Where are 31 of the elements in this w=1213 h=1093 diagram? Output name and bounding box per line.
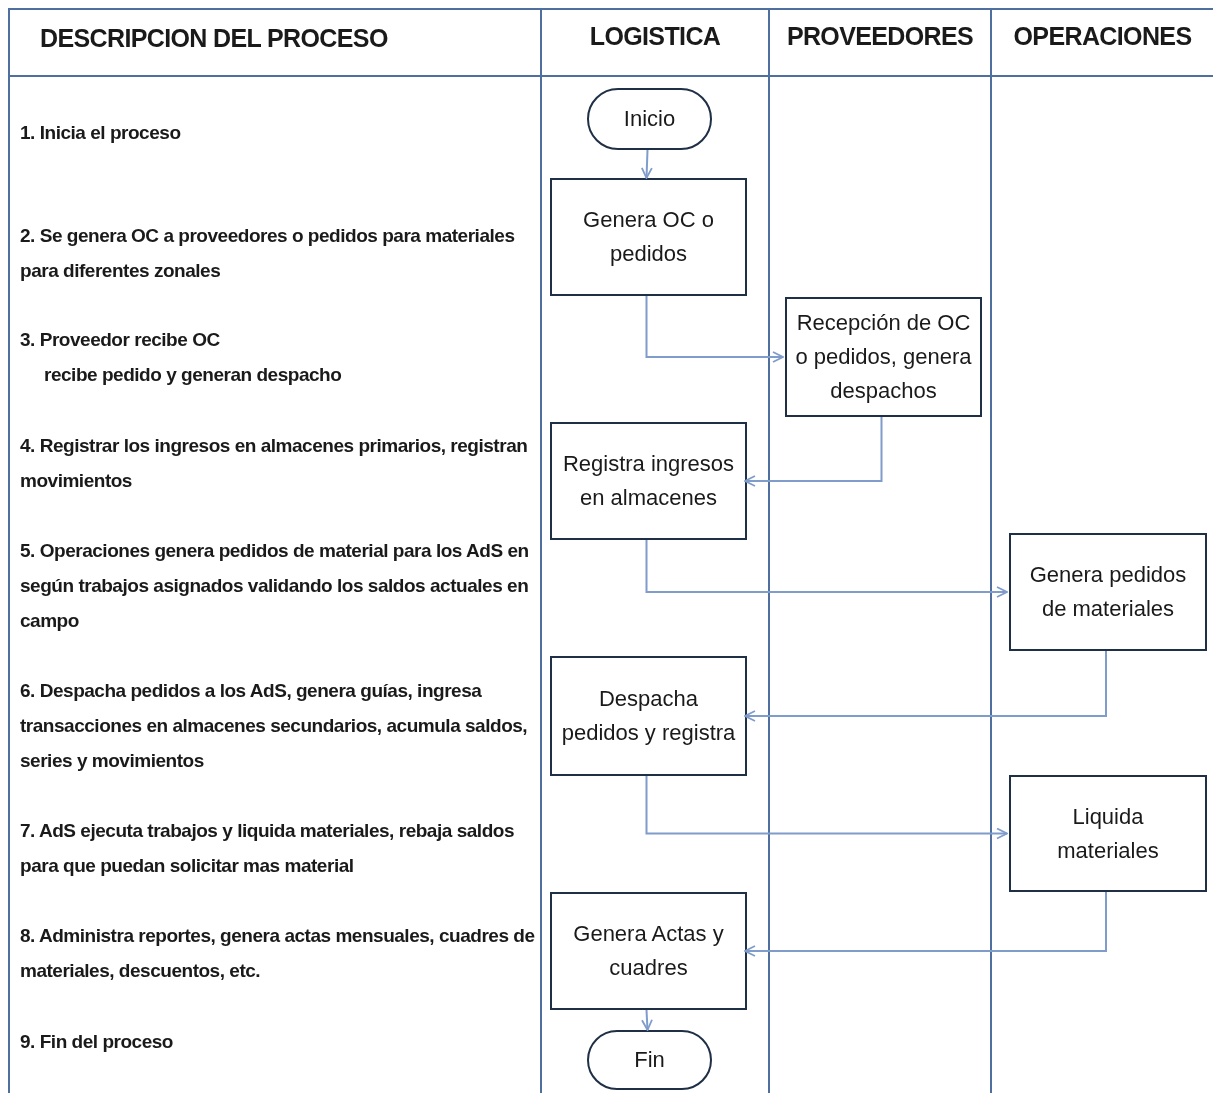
process-box: Recepción de OC o pedidos, genera despachos — [785, 297, 982, 417]
arrow — [744, 650, 1107, 722]
process-box: Genera pedidos de materiales — [1009, 533, 1207, 651]
step-text: 4. Registrar los ingresos en almacenes primarios, registran movimientos — [20, 434, 529, 493]
step-text: 7. AdS ejecuta trabajos y liquida materiales, rebaja saldos para que puedan solicitar mas material — [20, 819, 515, 878]
column-header: DESCRIPCION DEL PROCESO — [40, 23, 388, 54]
arrow — [640, 149, 653, 179]
arrow — [641, 1009, 653, 1031]
step-text: recibe pedido y generan despacho — [44, 363, 343, 387]
step-text: 5. Operaciones genera pedidos de material para los AdS en según trabajos asignados validando los saldos actuales en campo — [20, 539, 530, 633]
step-text: 6. Despacha pedidos a los AdS, genera guías, ingresa transacciones en almacenes secundarios, acumula saldos, series y movimientos — [20, 679, 529, 773]
lane-header: PROVEEDORES — [785, 21, 975, 52]
arrow — [645, 775, 1008, 840]
step-text: 3. Proveedor recibe OC — [20, 328, 221, 352]
terminal-pill: Inicio — [587, 88, 712, 150]
step-text: 1. Inicia el proceso — [20, 121, 182, 145]
process-box: Registra ingresos en almacenes — [550, 422, 747, 540]
lane-header: OPERACIONES — [1012, 21, 1193, 52]
lane-header: LOGISTICA — [588, 21, 722, 52]
arrow — [645, 295, 784, 363]
step-text: 2. Se genera OC a proveedores o pedidos para materiales para diferentes zonales — [20, 224, 516, 283]
process-box: Liquida materiales — [1009, 775, 1207, 892]
arrow — [744, 891, 1107, 957]
process-box: Genera OC o pedidos — [550, 178, 747, 296]
process-box: Genera Actas y cuadres — [550, 892, 747, 1010]
step-text: 8. Administra reportes, genera actas mensuales, cuadres de materiales, descuentos, etc. — [20, 924, 535, 983]
step-text: 9. Fin del proceso — [20, 1030, 174, 1054]
terminal-pill: Fin — [587, 1030, 712, 1090]
arrow — [744, 416, 883, 487]
process-box: Despacha pedidos y registra — [550, 656, 747, 776]
arrow — [645, 539, 1008, 598]
